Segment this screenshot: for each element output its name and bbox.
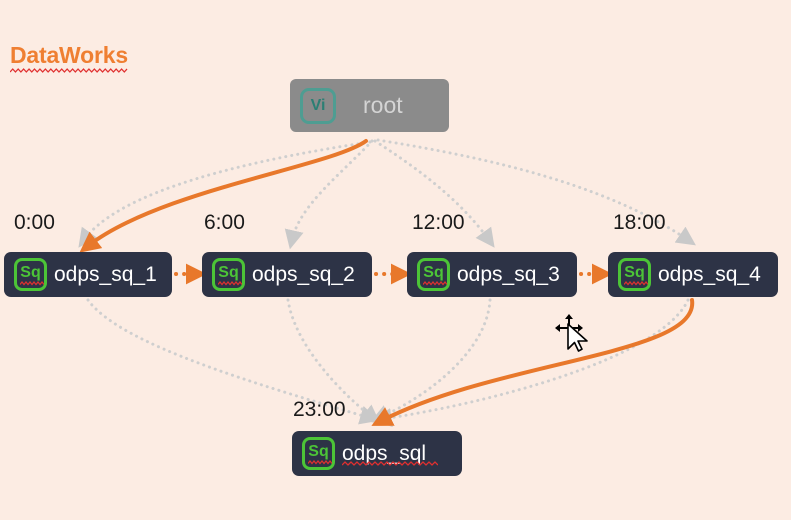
schedule-time-label-4: 23:00 [293,398,346,421]
graph-node-label: odps_sq_3 [457,262,560,286]
spellcheck-squiggle-badge [624,281,648,286]
schedule-time-label-3: 18:00 [613,211,666,234]
spellcheck-squiggle-badge [20,281,44,286]
spellcheck-squiggle-label [342,460,438,466]
graph-node-label-text: odps_sql [342,441,427,465]
spellcheck-squiggle-badge [218,281,242,286]
node-type-badge-vi: Vi [300,87,336,124]
node-type-badge-text: Sq [218,263,239,281]
graph-node-root[interactable]: Vi root [290,79,449,132]
schedule-time-label-2: 12:00 [412,211,465,234]
node-type-badge-sq: Sq [212,258,245,291]
graph-node-label: odps_sq_4 [658,262,761,286]
graph-node-odps-sq-3[interactable]: Sq odps_sq_3 [407,252,577,297]
node-type-badge-text: Sq [423,263,444,281]
node-type-badge-sq: Sq [417,258,450,291]
graph-node-label: odps_sq_1 [54,262,157,286]
edge-active-node4-to-bottom [371,298,695,426]
move-arrows-icon [555,314,583,334]
graph-node-odps-sq-1[interactable]: Sq odps_sq_1 [4,252,172,297]
graph-node-odps-sql[interactable]: Sq odps_sql [292,431,462,476]
spellcheck-squiggle-badge [308,460,332,465]
node-type-badge-sq: Sq [618,258,651,291]
node-type-badge-text: Vi [310,96,326,114]
page-title-text: DataWorks [10,42,128,68]
edge-node4-to-bottom [372,298,690,428]
move-cursor [555,314,588,352]
graph-node-odps-sq-4[interactable]: Sq odps_sq_4 [608,252,778,297]
graph-node-label: odps_sql [342,441,438,466]
schedule-time-label-0: 0:00 [14,211,55,234]
node-type-badge-text: Sq [624,263,645,281]
page-title: DataWorks [10,42,128,73]
edge-root-to-node2 [284,139,374,250]
spellcheck-squiggle-badge [423,281,447,286]
node-type-badge-text: Sq [20,263,41,281]
edge-node3-to-bottom [370,298,492,423]
graph-node-label: root [363,92,403,118]
node-type-badge-sq: Sq [302,437,335,470]
node-type-badge-text: Sq [308,442,329,460]
node-type-badge-sq: Sq [14,258,47,291]
spellcheck-squiggle-title [10,68,128,73]
graph-node-label: odps_sq_2 [252,262,355,286]
graph-node-odps-sq-2[interactable]: Sq odps_sq_2 [202,252,372,297]
pointer-arrow-icon [567,323,588,352]
schedule-time-label-1: 6:00 [204,211,245,234]
